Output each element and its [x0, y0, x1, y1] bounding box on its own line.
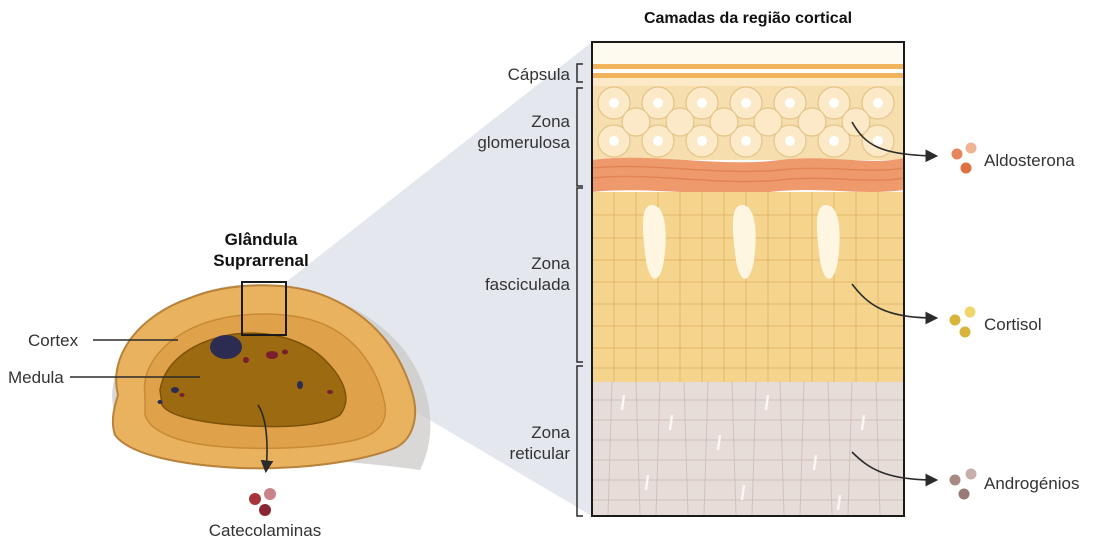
capsule-layer: [592, 64, 904, 69]
cortex-label: Cortex: [28, 330, 78, 351]
glomerulosa-label-line1: Zona: [440, 111, 570, 132]
gland-title-line1: Glândula: [196, 229, 326, 250]
cortical-panel: [592, 42, 904, 516]
reticular-label-line1: Zona: [440, 422, 570, 443]
fasciculada-label-line1: Zona: [440, 253, 570, 274]
capsula-label: Cápsula: [470, 64, 570, 85]
androgenios-dots: [950, 469, 977, 500]
glomerulosa-label-line2: glomerulosa: [440, 132, 570, 153]
fasciculada-label: Zona fasciculada: [440, 253, 570, 295]
gland-title: Glândula Suprarrenal: [196, 229, 326, 271]
glomerulosa-label: Zona glomerulosa: [440, 111, 570, 153]
catecholamines-label: Catecolaminas: [180, 520, 350, 541]
reticular-label: Zona reticular: [440, 422, 570, 464]
reticular-label-line2: reticular: [440, 443, 570, 464]
aldosterona-dots: [952, 143, 977, 174]
panel-title: Camadas da região cortical: [592, 8, 904, 29]
cortisol-label: Cortisol: [984, 314, 1042, 335]
fasciculada-label-line2: fasciculada: [440, 274, 570, 295]
androgenios-label: Androgénios: [984, 473, 1079, 494]
gland-title-line2: Suprarrenal: [196, 250, 326, 271]
aldosterona-label: Aldosterona: [984, 150, 1075, 171]
medula-label: Medula: [8, 367, 64, 388]
catecholamine-dots: [249, 488, 276, 516]
cortisol-dots: [950, 307, 976, 338]
reticular-layer: [592, 382, 904, 516]
